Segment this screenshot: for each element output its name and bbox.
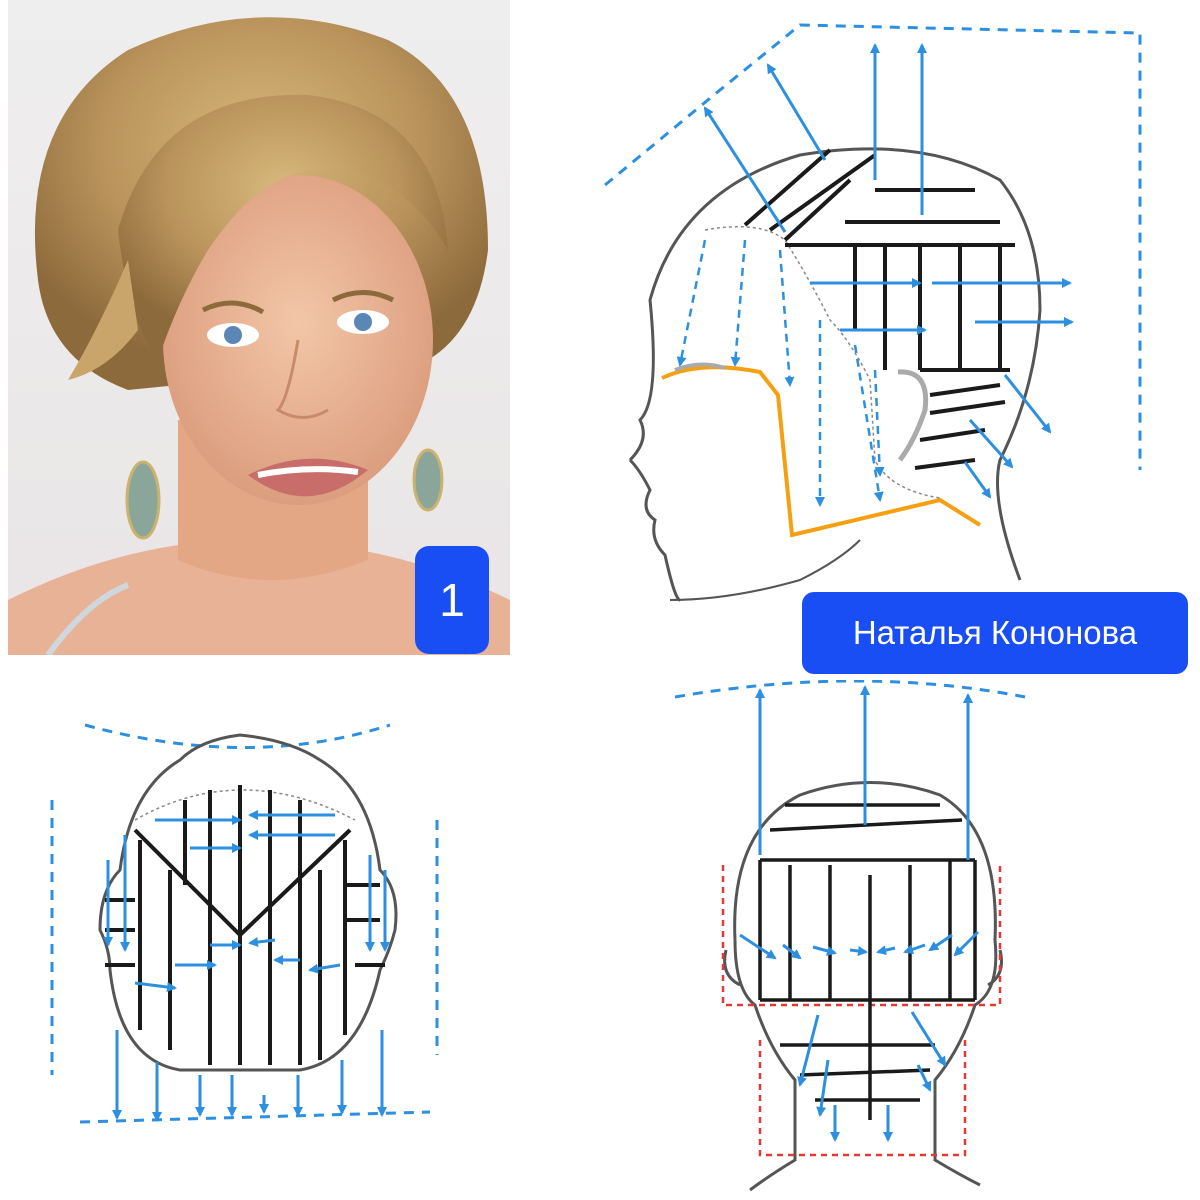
woman-portrait-photo xyxy=(8,17,510,655)
photo-number-badge: 1 xyxy=(415,546,489,654)
author-name-label: Наталья Кононова xyxy=(802,592,1188,674)
back-view-diagram xyxy=(674,680,1026,1192)
portrait-photo xyxy=(8,0,510,655)
head-top-view-icon xyxy=(98,733,398,1072)
head-side-profile-icon xyxy=(628,147,1042,602)
top-view-diagram xyxy=(50,723,439,1124)
side-view-diagram xyxy=(604,23,1142,602)
head-back-view-icon xyxy=(723,781,1003,1192)
